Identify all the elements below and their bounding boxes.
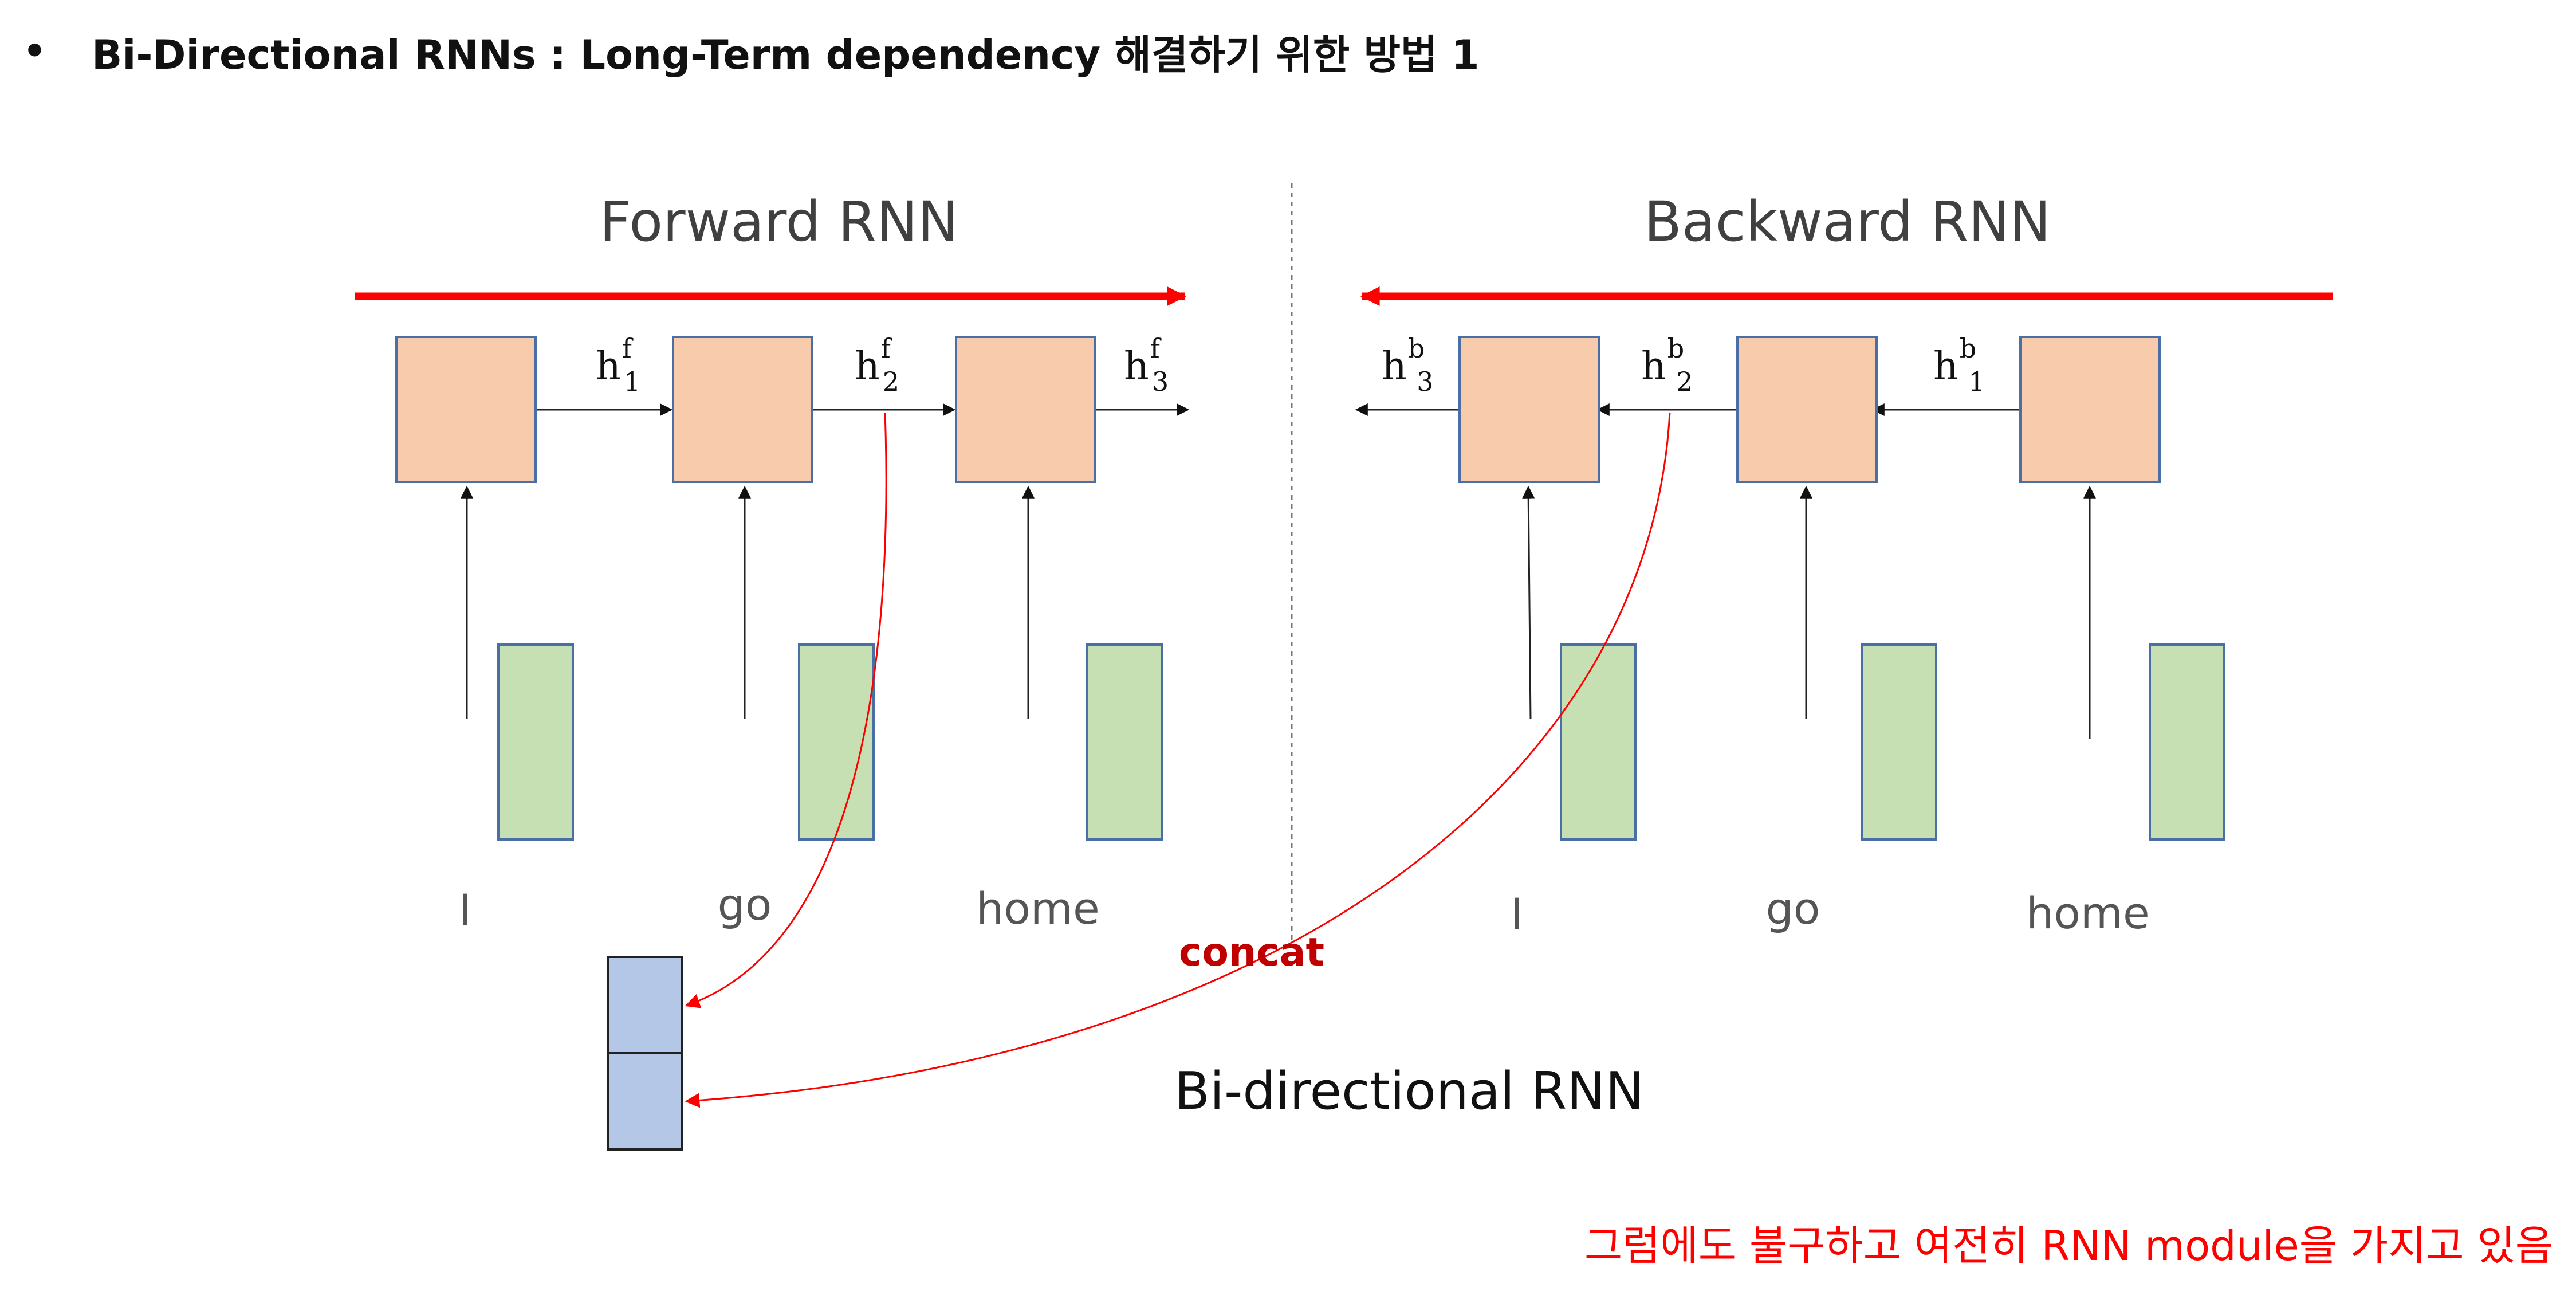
concat-curve-forward	[685, 412, 887, 1008]
forward-embedding-2	[798, 643, 875, 841]
backward-word-2: go	[1766, 883, 1820, 934]
forward-word-1: I	[459, 885, 471, 936]
concat-vector-top	[607, 956, 683, 1054]
backward-rnn-title: Backward RNN	[1644, 190, 2051, 254]
backward-rnn-cell-3	[2019, 336, 2161, 483]
backward-embedding-2	[1861, 643, 1937, 841]
backward-word-1: I	[1511, 889, 1523, 940]
forward-word-3: home	[976, 883, 1099, 934]
backward-rnn-cell-1	[1458, 336, 1600, 483]
backward-input-arrow-1	[1522, 485, 1535, 720]
backward-word-3: home	[2026, 888, 2149, 939]
forward-rnn-cell-1	[395, 336, 537, 483]
backward-embedding-1	[1560, 643, 1637, 841]
forward-embedding-1	[497, 643, 574, 841]
page-heading: • Bi-Directional RNNs : Long-Term depend…	[23, 17, 1480, 86]
forward-rnn-cell-3	[955, 336, 1096, 483]
forward-rnn-title: Forward RNN	[600, 190, 959, 254]
bidirectional-rnn-label: Bi-directional RNN	[1174, 1061, 1644, 1121]
heading-bullet: •	[23, 30, 46, 73]
heading-text: Bi-Directional RNNs : Long-Term dependen…	[92, 31, 1480, 79]
concat-label: concat	[1179, 930, 1324, 975]
footnote-text: 그럼에도 불구하고 여전히 RNN module을 가지고 있음	[1584, 1222, 2553, 1270]
concat-vector-bottom	[607, 1052, 683, 1151]
concat-curve-backward	[685, 412, 1671, 1108]
forward-embedding-3	[1086, 643, 1163, 841]
backward-rnn-cell-2	[1736, 336, 1878, 483]
backward-embedding-3	[2149, 643, 2225, 841]
forward-rnn-cell-2	[672, 336, 813, 483]
forward-word-2: go	[718, 879, 772, 930]
